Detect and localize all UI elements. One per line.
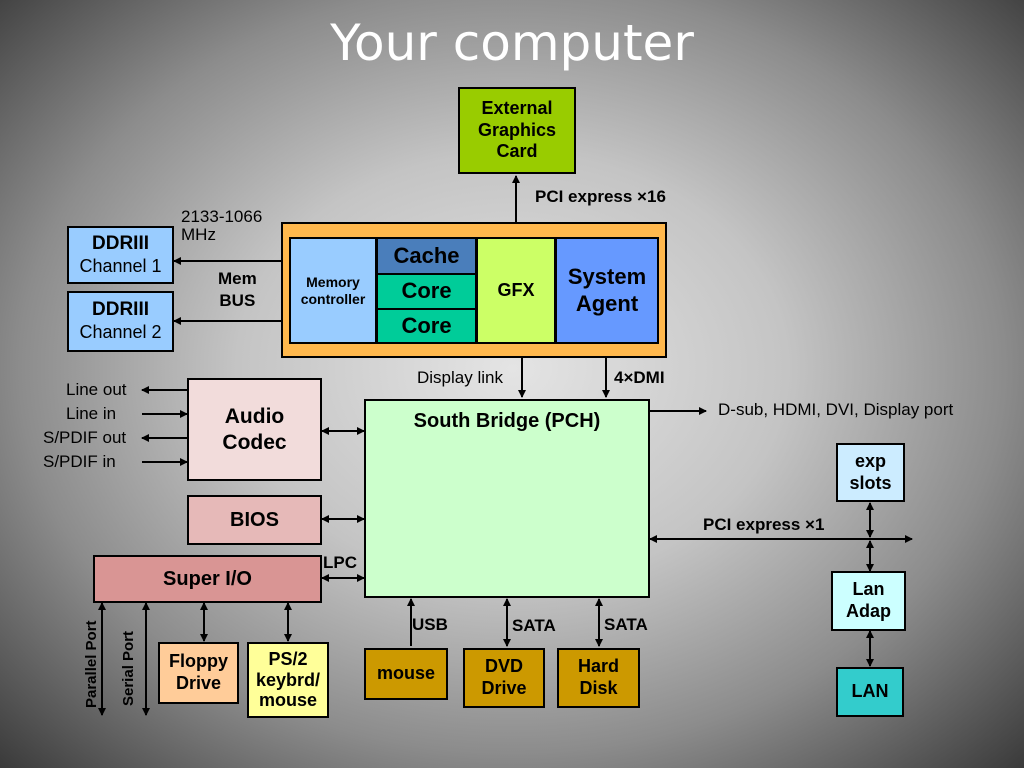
core-1: Core [376,273,477,310]
sata-label-1: SATA [512,616,556,635]
hard-disk: Hard Disk [557,648,640,708]
super-io: Super I/O [93,555,322,603]
lan-adapter: Lan Adap [831,571,906,631]
pcie16-label: PCI express ×16 [535,187,666,206]
display-out-label: D-sub, HDMI, DVI, Display port [718,400,954,419]
dmi-label: 4×DMI [614,368,665,387]
mem-bus-label: Mem BUS [218,269,257,311]
line-out-label: Line out [66,380,127,399]
expansion-slots: exp slots [836,443,905,502]
ps2-keyboard-mouse: PS/2 keybrd/ mouse [247,642,329,718]
slide-title: Your computer [330,14,694,72]
external-graphics-card: External Graphics Card [458,87,576,174]
display-link-label: Display link [417,368,503,387]
dvd-drive: DVD Drive [463,648,545,708]
usb-label: USB [412,615,448,634]
gfx-block: GFX [476,237,556,344]
memory-controller: Memory controller [289,237,377,344]
ddr-channel-2-sub: Channel 2 [79,322,162,343]
floppy-drive: Floppy Drive [158,642,239,704]
ddr-channel-2-title: DDRIII [92,299,149,321]
parallel-port-label: Parallel Port [83,620,100,708]
ddr-channel-2: DDRIII Channel 2 [67,291,174,352]
ddr-channel-1-title: DDRIII [92,232,149,254]
line-in-label: Line in [66,404,117,423]
spdif-out-label: S/PDIF out [43,428,127,447]
cache-block: Cache [376,237,477,275]
spdif-in-label: S/PDIF in [43,452,116,471]
lan-port: LAN [836,667,904,717]
lpc-label: LPC [323,553,357,572]
serial-port-label: Serial Port [120,630,137,706]
pcie1-label: PCI express ×1 [703,515,825,534]
ddr-channel-1: DDRIII Channel 1 [67,226,174,284]
ddr-channel-1-sub: Channel 1 [79,255,162,276]
system-agent: System Agent [555,237,659,344]
mem-speed-label: 2133-1066 MHz [181,207,263,244]
south-bridge-pch: South Bridge (PCH) [364,399,650,598]
core-2: Core [376,308,477,344]
audio-codec: Audio Codec [187,378,322,481]
bios-chip: BIOS [187,495,322,545]
sata-label-2: SATA [604,615,648,634]
mouse-device: mouse [364,648,448,700]
